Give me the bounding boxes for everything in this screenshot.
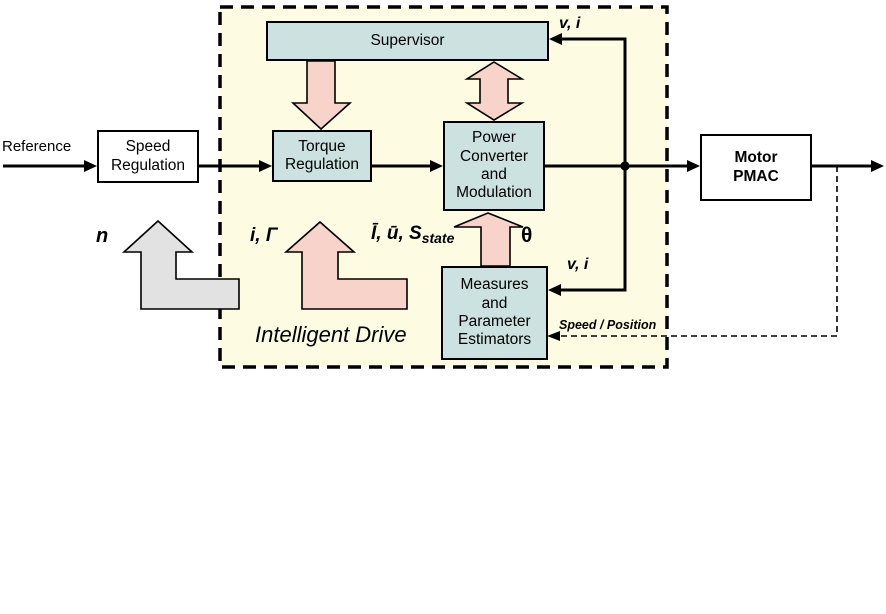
label-speed-position: Speed / Position xyxy=(559,318,657,332)
block-measures-estimators: Measures and Parameter Estimators xyxy=(441,266,548,360)
block-speed-regulation-label: Speed Regulation xyxy=(110,138,186,174)
label-i-u-s-base: Ī, ū, S xyxy=(371,223,422,244)
arrowhead-into-motor xyxy=(687,160,700,172)
block-power-converter: Power Converter and Modulation xyxy=(443,121,545,211)
wire-speed-position-feedback xyxy=(559,166,838,337)
arrowhead-into-speed-regulation xyxy=(84,160,97,172)
arrowhead-into-supervisor xyxy=(549,33,562,45)
block-measures-estimators-label: Measures and Parameter Estimators xyxy=(457,276,532,349)
label-s-state-subscript: state xyxy=(421,230,455,246)
label-i-u-s-state: Ī, ū, Sstate xyxy=(371,223,454,246)
block-torque-regulation: Torque Regulation xyxy=(272,130,372,182)
label-i-gamma: i, Γ xyxy=(250,225,278,246)
label-theta: θ xyxy=(521,224,533,247)
block-arrow-feedback-n xyxy=(121,219,240,310)
arrowhead-speed-position xyxy=(547,331,560,341)
block-speed-regulation: Speed Regulation xyxy=(97,130,199,183)
block-arrow-feedback-i-gamma xyxy=(283,220,408,310)
block-power-converter-label: Power Converter and Modulation xyxy=(456,129,532,202)
label-reference: Reference xyxy=(2,138,72,155)
block-arrow-supervisor-powerconverter-bidirectional xyxy=(464,61,525,121)
arrowhead-output xyxy=(871,160,884,172)
arrowhead-into-power-converter xyxy=(430,160,443,172)
label-intelligent-drive: Intelligent Drive xyxy=(255,322,407,347)
block-supervisor: Supervisor xyxy=(266,21,549,61)
arrowhead-into-torque-regulation xyxy=(259,160,272,172)
arrowhead-into-measures xyxy=(548,284,561,296)
block-supervisor-label: Supervisor xyxy=(370,31,445,49)
junction-dot xyxy=(620,161,630,171)
block-motor-pmac: Motor PMAC xyxy=(700,134,812,201)
label-v-i-mid: v, i xyxy=(567,256,589,273)
label-n: n xyxy=(96,225,109,247)
block-arrow-supervisor-to-torque xyxy=(290,60,353,131)
block-torque-regulation-label: Torque Regulation xyxy=(284,137,360,173)
block-motor-pmac-label: Motor PMAC xyxy=(733,149,779,185)
label-v-i-top: v, i xyxy=(559,15,581,32)
